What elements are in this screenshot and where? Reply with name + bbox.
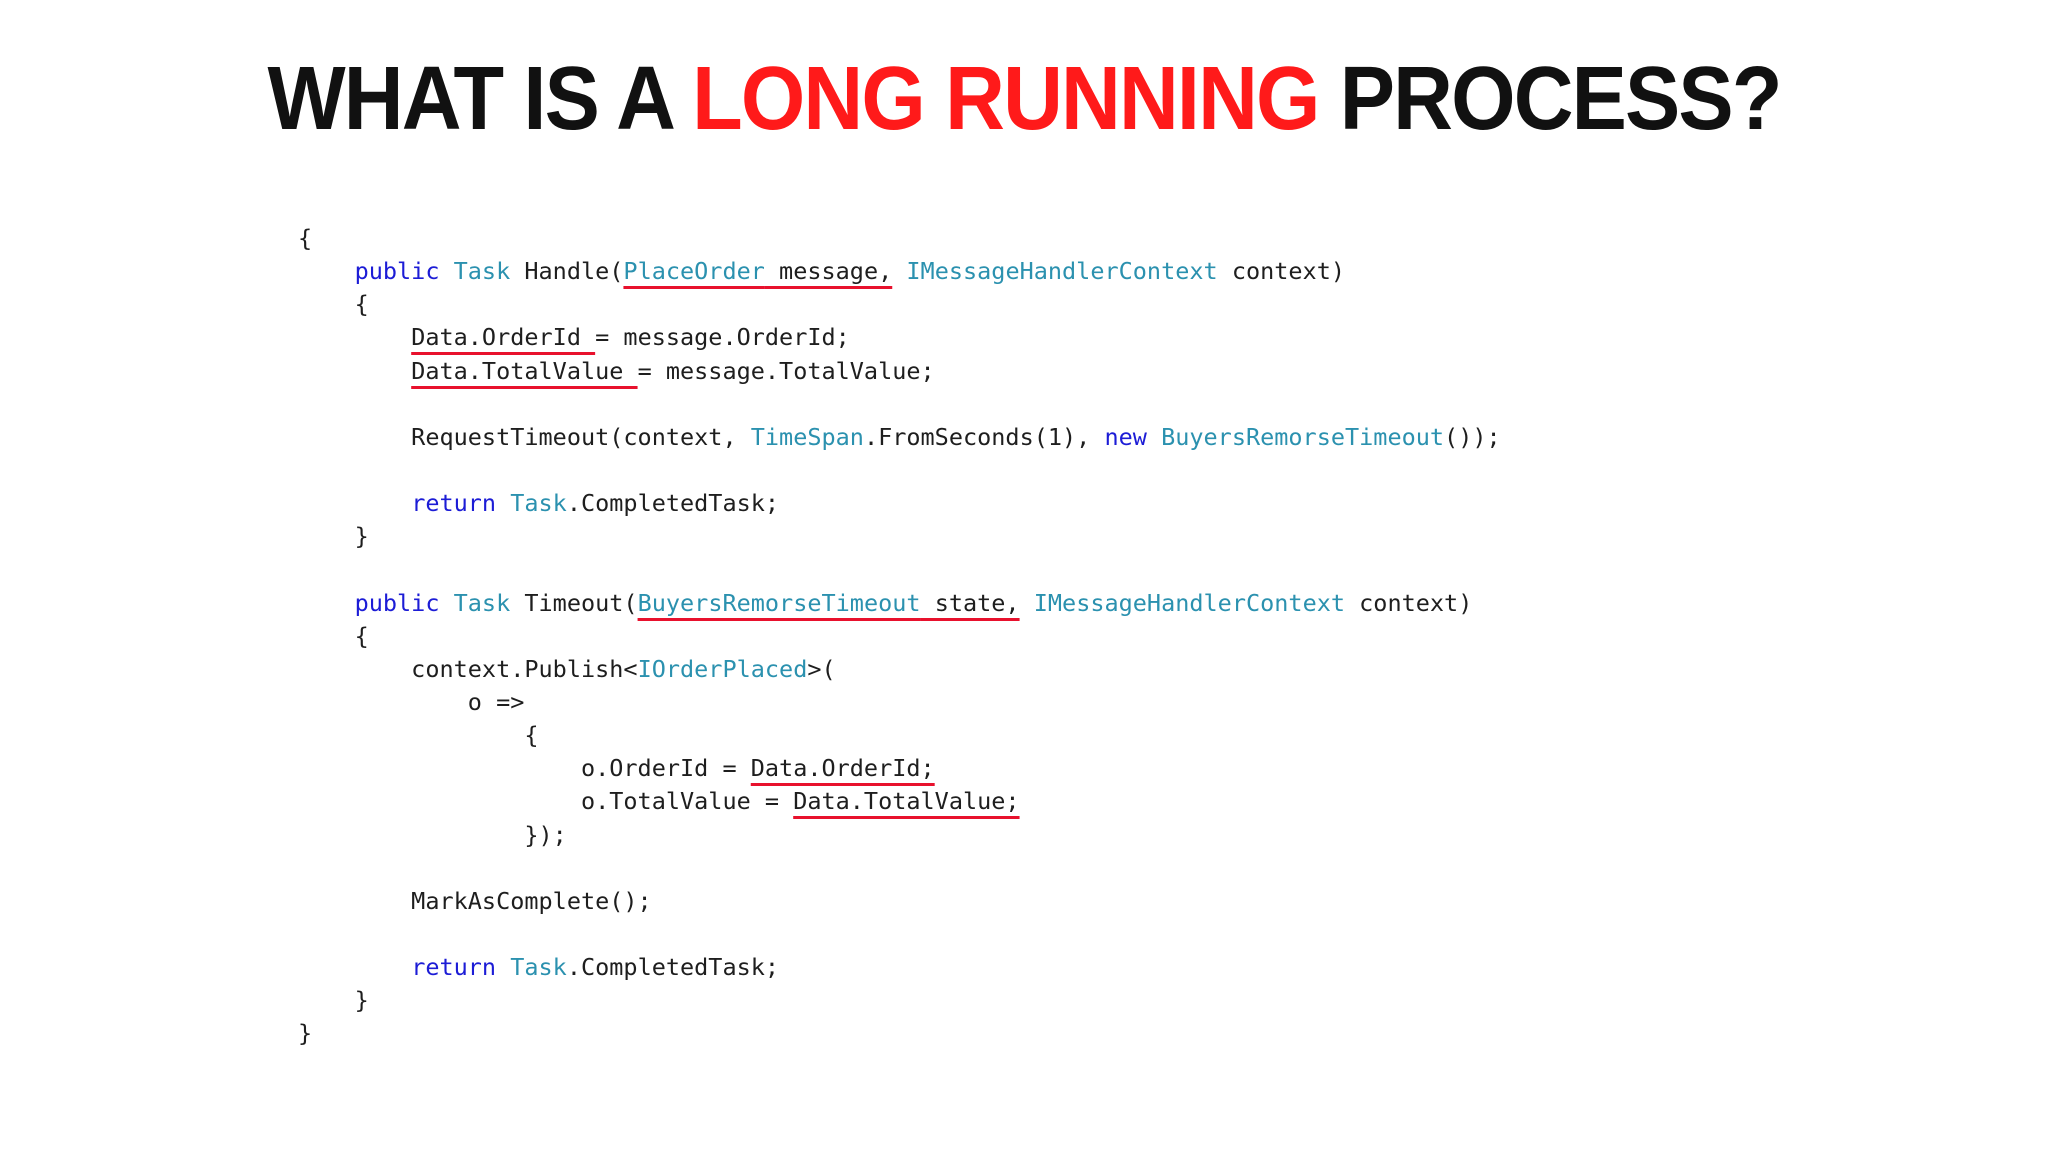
code-line: } (298, 520, 1898, 553)
code-token: MarkAsComplete(); (298, 886, 652, 915)
code-token: }); (298, 820, 567, 849)
code-token (496, 953, 510, 981)
code-token (298, 257, 355, 285)
code-token: { (298, 290, 369, 319)
code-token: Task (453, 257, 511, 286)
code-token: IOrderPlaced (637, 654, 808, 683)
code-line: Data.OrderId = message.OrderId; (298, 321, 1898, 354)
code-token: .CompletedTask; (566, 489, 780, 518)
code-token: Task (453, 588, 511, 617)
highlighted-code-token: Data.TotalValue (411, 356, 638, 385)
code-line: return Task.CompletedTask; (298, 487, 1898, 520)
code-token: context.Publish< (298, 654, 638, 683)
title-prefix: WHAT IS A (267, 49, 693, 149)
code-token: = message.OrderId; (595, 323, 850, 352)
code-token: return (411, 489, 497, 518)
code-line: } (298, 1017, 1898, 1050)
highlighted-code-token: message, (764, 257, 893, 286)
code-line: } (298, 984, 1898, 1017)
code-token (439, 257, 453, 285)
code-line: context.Publish<IOrderPlaced>( (298, 653, 1898, 686)
code-token: ()); (1444, 422, 1501, 451)
code-token: Task (510, 489, 567, 518)
code-token: } (298, 986, 369, 1015)
slide-title: WHAT IS A LONG RUNNING PROCESS? (82, 44, 1966, 154)
code-line (298, 454, 1898, 487)
title-suffix: PROCESS? (1318, 49, 1783, 149)
code-token: o.OrderId = (298, 754, 751, 783)
highlighted-code-token: Data.OrderId; (750, 754, 935, 783)
code-line: }); (298, 819, 1898, 852)
code-token: { (298, 621, 369, 650)
code-token: = message.TotalValue; (637, 356, 935, 385)
code-token: context) (1345, 588, 1473, 617)
code-token (439, 589, 453, 617)
code-block: { public Task Handle(PlaceOrder message,… (298, 222, 1898, 1051)
highlighted-code-token: Data.OrderId (411, 323, 596, 352)
code-token: BuyersRemorseTimeout (1161, 422, 1445, 451)
code-line: o.OrderId = Data.OrderId; (298, 752, 1898, 785)
code-token (298, 323, 411, 351)
code-token: RequestTimeout(context, (298, 422, 751, 451)
code-line: Data.TotalValue = message.TotalValue; (298, 355, 1898, 388)
code-token: } (298, 1019, 313, 1048)
highlighted-code-token: state, (920, 588, 1020, 617)
code-line (298, 918, 1898, 951)
code-token: TimeSpan (750, 422, 864, 451)
code-line: o => (298, 686, 1898, 719)
code-line: { (298, 719, 1898, 752)
code-line: return Task.CompletedTask; (298, 951, 1898, 984)
code-token: return (411, 953, 497, 982)
code-token: >( (807, 654, 836, 683)
code-line (298, 388, 1898, 421)
code-line: MarkAsComplete(); (298, 885, 1898, 918)
title-highlight: LONG RUNNING (692, 49, 1320, 149)
highlighted-code-token: PlaceOrder (623, 257, 765, 286)
code-token (298, 953, 411, 981)
code-line: public Task Handle(PlaceOrder message, I… (298, 255, 1898, 288)
code-token (298, 357, 411, 385)
code-line (298, 553, 1898, 586)
code-token: o.TotalValue = (298, 787, 794, 816)
code-line (298, 852, 1898, 885)
code-token: IMessageHandlerContext (906, 257, 1218, 286)
code-token (496, 489, 510, 517)
code-token: public (354, 588, 440, 617)
code-token: o => (298, 687, 525, 716)
code-token: { (298, 721, 539, 750)
code-token: .CompletedTask; (566, 953, 780, 982)
code-line: public Task Timeout(BuyersRemorseTimeout… (298, 587, 1898, 620)
highlighted-code-token: Data.TotalValue; (793, 787, 1020, 816)
code-token: context) (1217, 257, 1346, 286)
code-token (1147, 423, 1161, 451)
code-token: IMessageHandlerContext (1033, 588, 1346, 617)
code-line: { (298, 620, 1898, 653)
code-token: new (1104, 422, 1147, 451)
code-line: RequestTimeout(context, TimeSpan.FromSec… (298, 421, 1898, 454)
code-token: Handle( (510, 257, 624, 286)
code-token: { (298, 224, 313, 252)
code-line: o.TotalValue = Data.TotalValue; (298, 785, 1898, 818)
code-line: { (298, 288, 1898, 321)
code-token (298, 589, 355, 617)
highlighted-code-token: BuyersRemorseTimeout (637, 588, 921, 617)
code-token: Timeout( (510, 588, 638, 617)
code-token (1020, 589, 1034, 617)
code-token: Task (510, 953, 567, 982)
code-token (892, 257, 906, 285)
code-token: public (354, 257, 440, 286)
code-token (298, 489, 411, 517)
code-token: .FromSeconds(1), (863, 422, 1105, 451)
code-token: } (298, 522, 369, 551)
code-line: { (298, 222, 1898, 255)
